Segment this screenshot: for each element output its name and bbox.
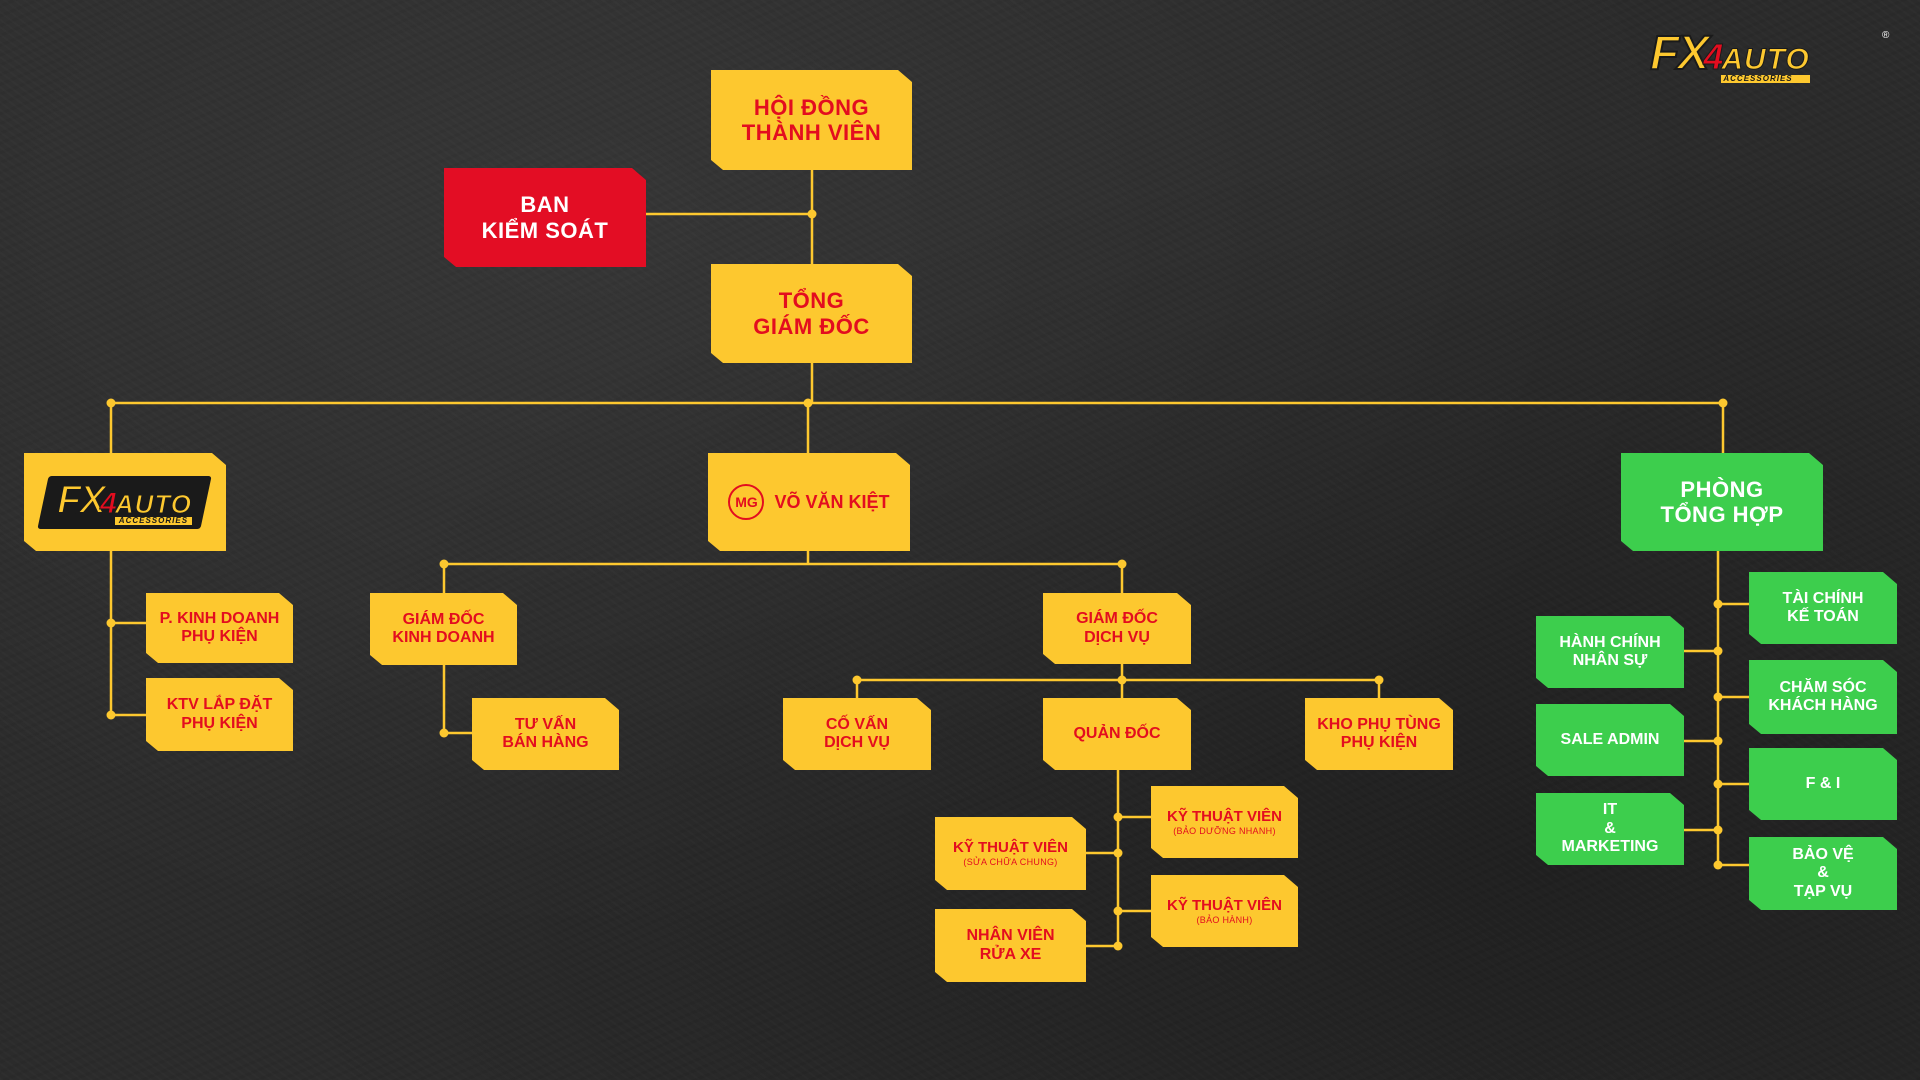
node-label: TẠP VỤ bbox=[1793, 882, 1853, 900]
node-label: THÀNH VIÊN bbox=[741, 120, 882, 145]
node-hoi-dong-thanh-vien: HỘI ĐỒNG THÀNH VIÊN bbox=[711, 70, 912, 170]
node-label: CỐ VẤN bbox=[825, 715, 889, 733]
node-label: PHÒNG bbox=[1680, 476, 1764, 502]
node-label: KIỂM SOÁT bbox=[481, 217, 609, 243]
node-giam-doc-dich-vu: GIÁM ĐỐC DỊCH VỤ bbox=[1043, 593, 1191, 664]
logo-accessories-text: ACCESSORIES bbox=[1721, 75, 1810, 83]
node-label: TÀI CHÍNH bbox=[1782, 589, 1864, 607]
node-p-kinh-doanh-phu-kien: P. KINH DOANH PHỤ KIỆN bbox=[146, 593, 293, 663]
node-cham-soc-khach-hang: CHĂM SÓC KHÁCH HÀNG bbox=[1749, 660, 1897, 734]
node-label: GIÁM ĐỐC bbox=[1076, 610, 1158, 628]
node-label: KỸ THUẬT VIÊN bbox=[1166, 896, 1282, 914]
node-sublabel: (SỬA CHỮA CHUNG) bbox=[963, 857, 1058, 868]
node-label: KHO PHỤ TÙNG bbox=[1317, 715, 1441, 733]
node-label: BÁN HÀNG bbox=[502, 734, 589, 751]
node-fx-auto-branch: FX 4 AUTO ACCESSORIES bbox=[24, 453, 226, 551]
node-label: PHỤ KIỆN bbox=[181, 714, 258, 732]
logo-fx-text: FX bbox=[57, 477, 105, 522]
node-hanh-chinh-nhan-su: HÀNH CHÍNH NHÂN SỰ bbox=[1536, 616, 1684, 688]
node-label: PHỤ KIỆN bbox=[181, 628, 258, 645]
node-label: F & I bbox=[1805, 774, 1841, 792]
node-sublabel: (BẢO HÀNH) bbox=[1196, 914, 1253, 925]
node-label: & bbox=[1604, 819, 1616, 837]
node-label: & bbox=[1817, 864, 1829, 882]
node-tu-van-ban-hang: TƯ VẤN BÁN HÀNG bbox=[472, 698, 619, 770]
node-f-and-i: F & I bbox=[1749, 748, 1897, 820]
node-ban-kiem-soat: BAN KIỂM SOÁT bbox=[444, 168, 646, 267]
node-ktv-sua-chua-chung: KỸ THUẬT VIÊN (SỬA CHỮA CHUNG) bbox=[935, 817, 1086, 890]
node-label: RỬA XE bbox=[979, 945, 1042, 963]
registered-mark: ® bbox=[1882, 30, 1890, 41]
node-sale-admin: SALE ADMIN bbox=[1536, 704, 1684, 776]
node-label: GIÁM ĐỐC bbox=[402, 610, 485, 628]
node-tong-giam-doc: TỔNG GIÁM ĐỐC bbox=[711, 264, 912, 363]
node-label: BAN bbox=[520, 192, 570, 218]
node-label: TỔNG bbox=[778, 288, 845, 314]
logo-four-text: 4 bbox=[1703, 36, 1724, 77]
node-label: TỔNG HỢP bbox=[1660, 502, 1784, 527]
node-phong-tong-hop: PHÒNG TỔNG HỢP bbox=[1621, 453, 1823, 551]
node-label: KTV LẮP ĐẶT bbox=[166, 696, 273, 714]
node-label: NHÂN VIÊN bbox=[966, 927, 1055, 945]
node-tai-chinh-ke-toan: TÀI CHÍNH KẾ TOÁN bbox=[1749, 572, 1897, 644]
node-label: IT bbox=[1602, 801, 1618, 819]
node-kho-phu-tung-phu-kien: KHO PHỤ TÙNG PHỤ KIỆN bbox=[1305, 698, 1453, 770]
node-co-van-dich-vu: CỐ VẤN DỊCH VỤ bbox=[783, 698, 931, 770]
node-label: KẾ TOÁN bbox=[1787, 608, 1859, 625]
node-ktv-lap-dat-phu-kien: KTV LẮP ĐẶT PHỤ KIỆN bbox=[146, 678, 293, 751]
node-ktv-bao-hanh: KỸ THUẬT VIÊN (BẢO HÀNH) bbox=[1151, 875, 1298, 947]
node-quan-doc: QUẢN ĐỐC bbox=[1043, 698, 1191, 770]
node-bao-ve-tap-vu: BẢO VỆ & TẠP VỤ bbox=[1749, 837, 1897, 910]
node-label: MARKETING bbox=[1561, 838, 1659, 856]
node-ktv-bao-duong-nhanh: KỸ THUẬT VIÊN (BẢO DƯỠNG NHANH) bbox=[1151, 786, 1298, 858]
node-it-marketing: IT & MARKETING bbox=[1536, 793, 1684, 865]
brand-logo-mark: FX 4 AUTO ACCESSORIES bbox=[1649, 27, 1870, 83]
node-label: SALE ADMIN bbox=[1560, 730, 1660, 748]
node-label: HÀNH CHÍNH bbox=[1559, 633, 1661, 651]
mg-branch-label: VÕ VĂN KIỆT bbox=[774, 491, 890, 512]
node-label: KỸ THUẬT VIÊN bbox=[1166, 807, 1282, 825]
node-label: KỸ THUẬT VIÊN bbox=[952, 839, 1068, 857]
node-sublabel: (BẢO DƯỠNG NHANH) bbox=[1173, 825, 1276, 836]
node-label: CHĂM SÓC bbox=[1779, 678, 1867, 696]
logo-fx-text: FX bbox=[1649, 27, 1710, 80]
fx4auto-logo-icon: FX 4 AUTO ACCESSORIES bbox=[38, 476, 212, 529]
mg-logo-icon: MG bbox=[728, 484, 764, 520]
node-giam-doc-kinh-doanh: GIÁM ĐỐC KINH DOANH bbox=[370, 593, 517, 665]
node-nhan-vien-rua-xe: NHÂN VIÊN RỬA XE bbox=[935, 909, 1086, 982]
node-label: GIÁM ĐỐC bbox=[753, 313, 870, 339]
node-label: TƯ VẤN bbox=[514, 715, 577, 733]
logo-auto-text: AUTO bbox=[115, 488, 193, 519]
node-label: PHỤ KIỆN bbox=[1340, 734, 1418, 751]
node-label: NHÂN SỰ bbox=[1572, 652, 1648, 669]
node-mg-vo-van-kiet: MG VÕ VĂN KIỆT bbox=[708, 453, 910, 551]
node-label: HỘI ĐỒNG bbox=[753, 94, 870, 120]
brand-logo: FX 4 AUTO ACCESSORIES ® bbox=[1649, 27, 1889, 90]
node-label: QUẢN ĐỐC bbox=[1073, 724, 1161, 742]
node-label: DỊCH VỤ bbox=[1084, 628, 1150, 646]
node-label: DỊCH VỤ bbox=[824, 734, 890, 751]
node-label: P. KINH DOANH bbox=[159, 609, 280, 627]
node-label: KINH DOANH bbox=[392, 629, 495, 646]
node-label: BẢO VỆ bbox=[1792, 845, 1854, 863]
logo-accessories-text: ACCESSORIES bbox=[115, 517, 192, 525]
logo-auto-text: AUTO bbox=[1721, 43, 1810, 76]
node-label: KHÁCH HÀNG bbox=[1768, 697, 1878, 714]
